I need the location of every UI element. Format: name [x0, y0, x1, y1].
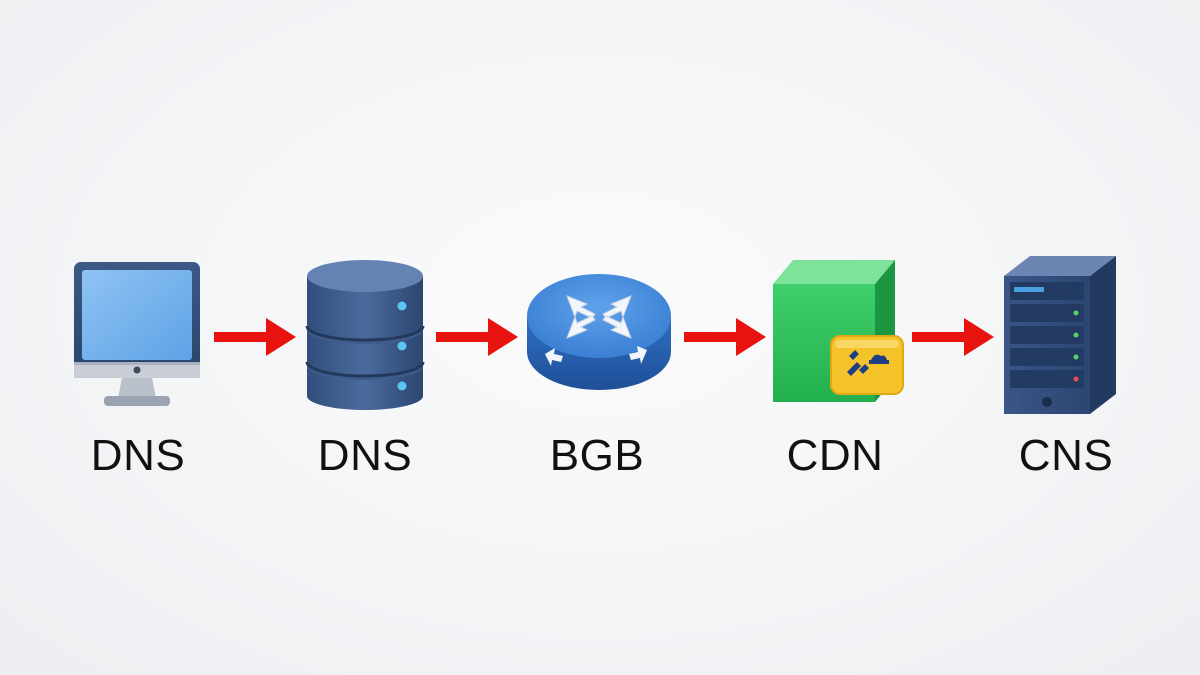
node-label: BGB — [549, 431, 645, 480]
router-icon — [497, 250, 697, 420]
flow-arrow — [680, 312, 770, 362]
green-cube-cache-icon — [735, 250, 935, 420]
node-router: BGB — [497, 250, 697, 490]
node-database: DNS — [265, 250, 465, 490]
node-label: DNS — [90, 431, 186, 480]
flow-arrow — [908, 312, 998, 362]
server-tower-icon — [966, 250, 1166, 420]
flow-arrow — [432, 312, 522, 362]
node-label: DNS — [317, 431, 413, 480]
node-client: DNS — [38, 250, 238, 490]
node-server: CNS — [966, 250, 1166, 490]
computer-monitor-icon — [38, 250, 238, 420]
database-stack-icon — [265, 250, 465, 420]
node-label: CDN — [786, 431, 884, 480]
node-label: CNS — [1018, 431, 1114, 480]
flow-arrow — [210, 312, 300, 362]
node-cdn: CDN — [735, 250, 935, 490]
